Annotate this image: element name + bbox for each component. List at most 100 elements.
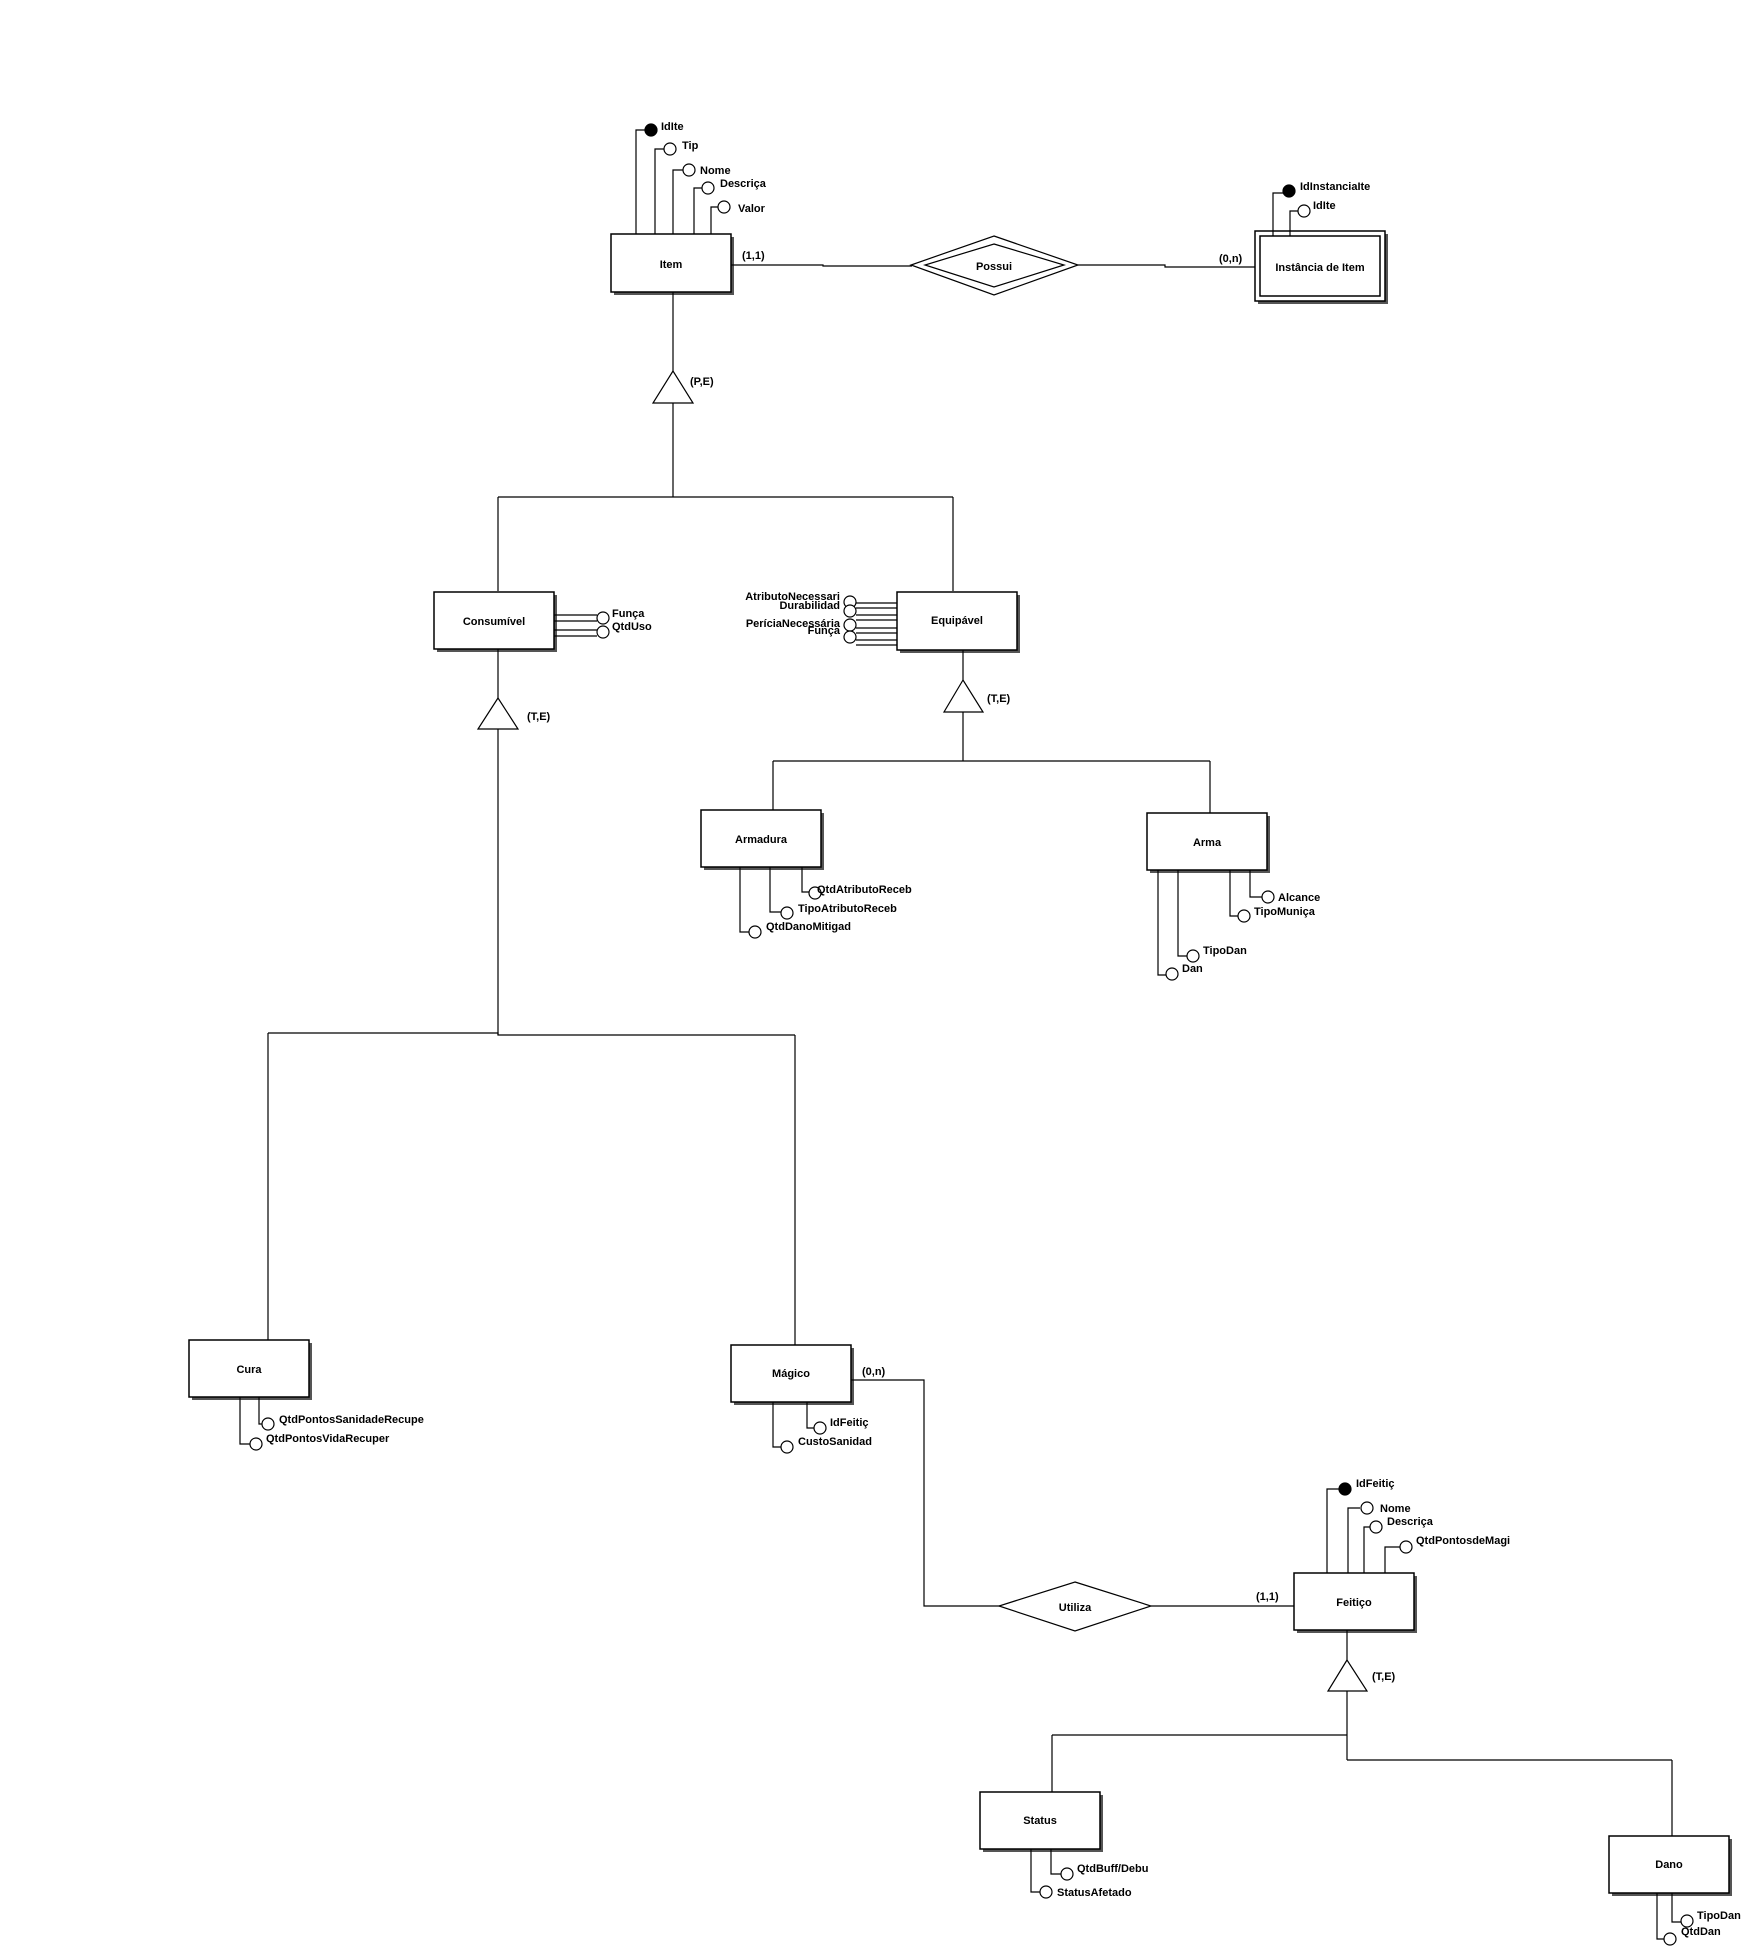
- attribute-marker: [1680, 1914, 1694, 1928]
- entity-instancia-label: Instância de Item: [1275, 262, 1364, 274]
- attribute-marker: [249, 1437, 263, 1451]
- entity-dano[interactable]: Dano: [1608, 1835, 1732, 1896]
- attribute-marker: [1399, 1540, 1413, 1554]
- status-attributes: QtdBuff/Debu StatusAfetado: [1030, 1849, 1148, 1899]
- feitico-attributes: IdFeitiç Nome Descriça QtdPontosdeMagi: [1326, 1478, 1510, 1573]
- relationship-utiliza[interactable]: Utiliza: [997, 1581, 1153, 1632]
- attribute-equipavel-atributo: AtributoNecessari: [745, 591, 840, 603]
- attribute-status-afetado: StatusAfetado: [1057, 1887, 1132, 1899]
- attribute-marker: [1297, 204, 1311, 218]
- attribute-marker: [682, 163, 696, 177]
- attribute-marker: [1369, 1520, 1383, 1534]
- attribute-marker: [843, 618, 857, 632]
- attribute-cura-vida: QtdPontosVidaRecuper: [266, 1433, 390, 1445]
- attribute-feitico-id: IdFeitiç: [1356, 1478, 1395, 1490]
- entity-feitico[interactable]: Feitiço: [1293, 1572, 1417, 1633]
- instancia-attributes: IdInstanciaIte IdIte: [1272, 181, 1370, 236]
- entity-magico[interactable]: Mágico: [730, 1344, 854, 1405]
- attribute-arma-alcance: Alcance: [1278, 892, 1320, 904]
- attribute-equipavel-pericia: PeríciaNecessária: [746, 618, 841, 630]
- attribute-status-qtd-buff: QtdBuff/Debu: [1077, 1863, 1148, 1875]
- entity-status[interactable]: Status: [979, 1791, 1103, 1852]
- attribute-marker: [1237, 909, 1251, 923]
- attribute-marker: [1039, 1885, 1053, 1899]
- dano-attributes: TipoDan QtdDan: [1656, 1893, 1741, 1946]
- attribute-marker: [1165, 967, 1179, 981]
- entity-dano-label: Dano: [1655, 1859, 1683, 1871]
- attribute-marker: [1663, 1932, 1677, 1946]
- attribute-feitico-descricao: Descriça: [1387, 1516, 1434, 1528]
- entity-armadura[interactable]: Armadura: [700, 809, 824, 870]
- attribute-cura-sanidade: QtdPontosSanidadeRecupe: [279, 1414, 424, 1426]
- attribute-dano-tipo: TipoDan: [1697, 1910, 1741, 1922]
- equipavel-attributes: AtributoNecessari Durabilidad PeríciaNec…: [745, 591, 897, 646]
- attribute-consumivel-funcao: Funça: [612, 608, 645, 620]
- entity-consumivel[interactable]: Consumível: [433, 591, 557, 652]
- attribute-equipavel-funcao: Funça: [808, 625, 841, 637]
- entity-equipavel[interactable]: Equipável: [896, 591, 1020, 653]
- armadura-attributes: QtdAtributoReceb TipoAtributoReceb QtdDa…: [739, 867, 912, 939]
- entity-armadura-label: Armadura: [735, 834, 788, 846]
- attribute-arma-dano: Dan: [1182, 963, 1203, 975]
- specialization-equipavel-triangle: [942, 678, 985, 713]
- attribute-marker: [663, 142, 677, 156]
- attribute-armadura-tipo-atributo: TipoAtributoReceb: [798, 903, 897, 915]
- attribute-armadura-qtd-atributo: QtdAtributoReceb: [817, 884, 912, 896]
- entity-arma[interactable]: Arma: [1146, 812, 1270, 873]
- attribute-marker: [1060, 1867, 1074, 1881]
- cura-attributes: QtdPontosSanidadeRecupe QtdPontosVidaRec…: [239, 1397, 424, 1451]
- item-attributes: IdIte Tip Nome Descriça Valor: [635, 121, 767, 234]
- specialization-item-triangle: [651, 369, 695, 404]
- attribute-marker: [596, 611, 610, 625]
- attribute-marker: [1360, 1501, 1374, 1515]
- attribute-key-marker: [1338, 1482, 1352, 1496]
- entity-cura[interactable]: Cura: [188, 1339, 312, 1400]
- attribute-marker: [748, 925, 762, 939]
- attribute-key-marker: [1282, 184, 1296, 198]
- attribute-marker: [596, 625, 610, 639]
- entity-arma-label: Arma: [1193, 837, 1222, 849]
- attribute-marker: [813, 1421, 827, 1435]
- attribute-key-marker: [644, 123, 658, 137]
- attribute-marker: [843, 604, 857, 618]
- attribute-item-nome: Nome: [700, 165, 731, 177]
- attribute-instancia-id: IdInstanciaIte: [1300, 181, 1370, 193]
- consumivel-attributes: Funça QtdUso: [554, 608, 652, 639]
- attribute-marker: [1186, 949, 1200, 963]
- specialization-feitico-label: (T,E): [1372, 1671, 1396, 1683]
- attribute-item-tipo: Tip: [682, 140, 699, 152]
- attribute-feitico-pontos: QtdPontosdeMagi: [1416, 1535, 1510, 1547]
- attribute-armadura-qtd-dano: QtdDanoMitigad: [766, 921, 851, 933]
- attribute-marker: [261, 1417, 275, 1431]
- attribute-arma-tipo-municao: TipoMuniça: [1254, 906, 1316, 918]
- attribute-marker: [1261, 890, 1275, 904]
- attribute-item-valor: Valor: [738, 203, 766, 215]
- attribute-item-descricao: Descriça: [720, 178, 767, 190]
- specialization-consumivel-label: (T,E): [527, 711, 551, 723]
- specialization-consumivel-triangle: [476, 696, 520, 730]
- entity-status-label: Status: [1023, 1815, 1057, 1827]
- attribute-marker: [808, 886, 822, 900]
- attribute-magico-id-feitico: IdFeitiç: [830, 1417, 869, 1429]
- cardinality-instancia-possui: (0,n): [1219, 253, 1243, 265]
- cardinality-item-possui: (1,1): [742, 250, 765, 262]
- attribute-marker: [701, 181, 715, 195]
- specialization-item-label: (P,E): [690, 376, 714, 388]
- attribute-item-id: IdIte: [661, 121, 684, 133]
- attribute-marker: [780, 1440, 794, 1454]
- entity-cura-label: Cura: [236, 1364, 262, 1376]
- relationship-possui-label: Possui: [976, 261, 1012, 273]
- attribute-feitico-nome: Nome: [1380, 1503, 1411, 1515]
- attribute-consumivel-qtd-uso: QtdUso: [612, 621, 652, 633]
- entity-item[interactable]: Item: [610, 233, 734, 295]
- entity-instancia-de-item[interactable]: Instância de Item: [1254, 230, 1388, 304]
- attribute-instancia-id-item: IdIte: [1313, 200, 1336, 212]
- specialization-feitico-triangle: [1326, 1658, 1369, 1692]
- attribute-arma-tipo-dano: TipoDan: [1203, 945, 1247, 957]
- specialization-equipavel-label: (T,E): [987, 693, 1011, 705]
- relationship-possui[interactable]: Possui: [909, 235, 1080, 296]
- attribute-marker: [717, 200, 731, 214]
- entity-equipavel-label: Equipável: [931, 615, 983, 627]
- attribute-equipavel-durabilidade: Durabilidad: [779, 600, 840, 612]
